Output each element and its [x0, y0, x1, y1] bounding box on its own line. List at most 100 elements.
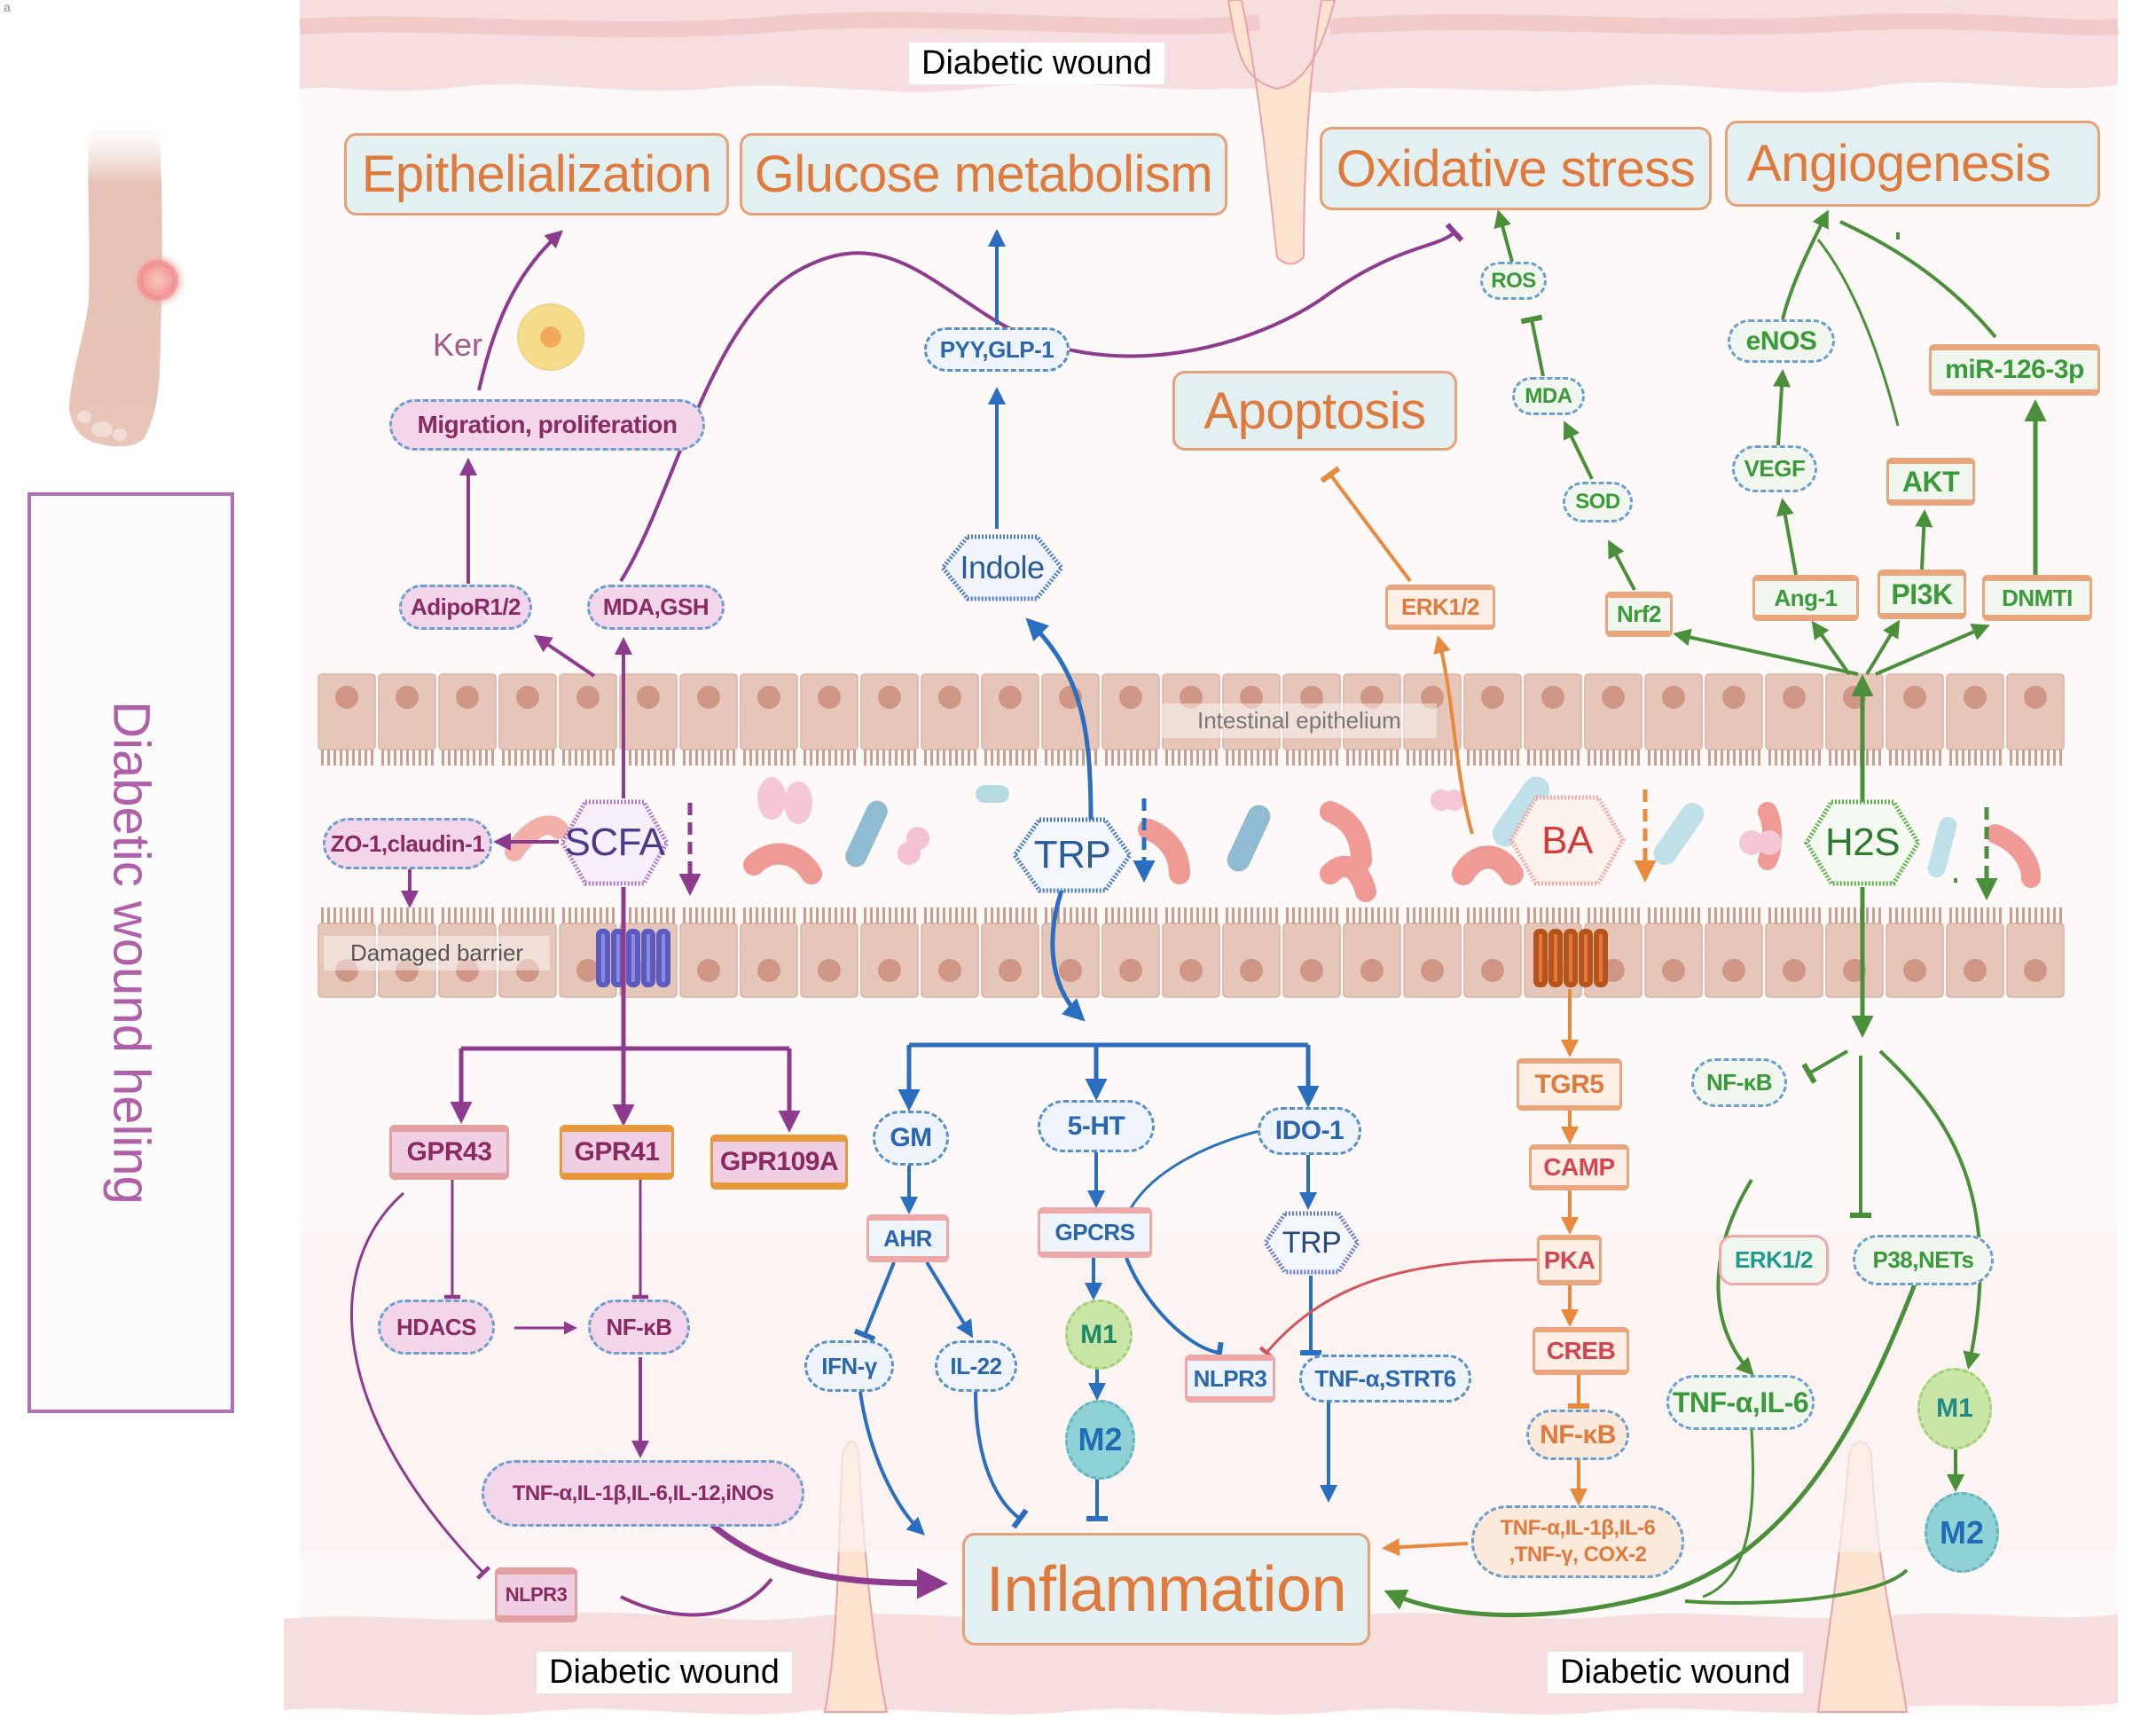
microvillus: [1901, 907, 1904, 923]
microvillus: [1818, 907, 1821, 923]
microvillus: [1980, 750, 1983, 766]
microvillus: [1612, 750, 1615, 766]
microvillus: [720, 907, 723, 923]
microvillus: [876, 750, 879, 766]
microvillus: [1263, 907, 1266, 923]
node-il22: IL-22: [935, 1340, 1017, 1392]
cell-nucleus: [1722, 959, 1745, 982]
microvillus: [1872, 907, 1875, 923]
microvillus: [629, 750, 631, 766]
microvillus: [961, 907, 964, 923]
microvillus: [527, 907, 529, 923]
microvillus: [1238, 907, 1241, 923]
microvillus: [365, 750, 367, 766]
microvillus: [514, 907, 517, 923]
microvillus: [847, 907, 850, 923]
microvillus: [672, 750, 675, 766]
cell-nucleus: [576, 959, 600, 982]
microvillus: [1467, 750, 1470, 766]
microvillus: [1413, 750, 1415, 766]
microvillus: [768, 907, 771, 923]
microvillus: [1781, 907, 1784, 923]
microvillus: [1546, 750, 1548, 766]
microvillus: [1450, 907, 1453, 923]
microvillus: [1933, 750, 1935, 766]
microvillus: [901, 907, 904, 923]
microvillus: [1226, 907, 1228, 923]
node-pyy-glp1: PYY,GLP-1: [924, 327, 1070, 372]
microvillus: [1305, 907, 1307, 923]
microvillus: [1564, 750, 1567, 766]
microvillus: [1105, 907, 1108, 923]
microvillus: [828, 907, 831, 923]
microvillus: [1708, 907, 1711, 923]
microvillus: [381, 750, 384, 766]
epithelial-cell: [1524, 673, 1582, 750]
microvillus: [340, 907, 342, 923]
epithelial-cell: [2006, 673, 2065, 750]
microvillus: [473, 750, 475, 766]
cell-nucleus: [1240, 686, 1263, 709]
microvillus: [1787, 907, 1790, 923]
microvillus: [1895, 907, 1898, 923]
metabolite-trp-lower: [1262, 1211, 1361, 1275]
metabolite-scfa: [560, 799, 670, 886]
microvillus: [793, 907, 796, 923]
microvillus: [1829, 907, 1831, 923]
microvillus: [1673, 750, 1675, 766]
cell-nucleus: [396, 686, 419, 709]
microvillus: [1051, 750, 1054, 766]
microvillus: [689, 750, 692, 766]
node-nrf2: Nrf2: [1605, 592, 1673, 637]
node-nfkb-scfa: NF-κB: [588, 1300, 690, 1355]
node-enos: eNOS: [1728, 319, 1835, 363]
microvillus: [388, 907, 390, 923]
cell-nucleus: [818, 686, 841, 709]
cell-nucleus: [878, 686, 901, 709]
microvillus: [600, 907, 602, 923]
h2s-arrows: [1384, 209, 2047, 1618]
microvillus: [606, 907, 608, 923]
outcome-inflammation: Inflammation: [962, 1533, 1370, 1646]
microvillus: [924, 907, 927, 923]
microvillus: [1094, 750, 1097, 766]
microvillus: [641, 750, 644, 766]
microvillus: [2059, 907, 2062, 923]
microvillus: [1094, 907, 1097, 923]
cell-nucleus: [1964, 686, 1987, 709]
microvillus: [1926, 907, 1929, 923]
microvillus: [816, 907, 819, 923]
microvillus: [1895, 750, 1898, 766]
node-ahr: AHR: [866, 1214, 949, 1262]
microvillus: [1637, 750, 1640, 766]
microvillus: [1070, 907, 1072, 923]
microvillus: [882, 750, 885, 766]
microvillus: [1057, 907, 1060, 923]
microvillus: [581, 907, 584, 923]
microvillus: [1407, 907, 1409, 923]
outcome-epithelialization: Epithelialization: [344, 133, 729, 216]
node-nlpr3-trp: NLPR3: [1185, 1355, 1275, 1402]
microvillus: [816, 750, 819, 766]
microvillus: [1697, 907, 1700, 923]
microvillus: [1793, 907, 1796, 923]
microvillus: [974, 750, 976, 766]
node-gpcrs: GPCRS: [1038, 1207, 1152, 1258]
skin-layer-top: [300, 0, 2118, 93]
microvillus: [1775, 907, 1777, 923]
microvillus: [1419, 750, 1422, 766]
node-cytokines-scfa: TNF-α,IL-1β,IL-6,IL-12,iNOs: [482, 1460, 804, 1527]
microvillus: [943, 907, 945, 923]
microvillus: [1244, 907, 1247, 923]
microvillus: [1329, 750, 1332, 766]
microvillus: [1111, 750, 1114, 766]
microvillus: [1889, 750, 1892, 766]
microvillus: [1654, 907, 1657, 923]
cell-nucleus: [456, 959, 479, 982]
cell-nucleus: [1360, 686, 1384, 709]
panel-corner-mark: a: [4, 0, 11, 14]
microvillus: [913, 750, 916, 766]
microvillus: [774, 750, 777, 766]
microvillus: [1745, 750, 1748, 766]
microvillus: [1962, 907, 1964, 923]
